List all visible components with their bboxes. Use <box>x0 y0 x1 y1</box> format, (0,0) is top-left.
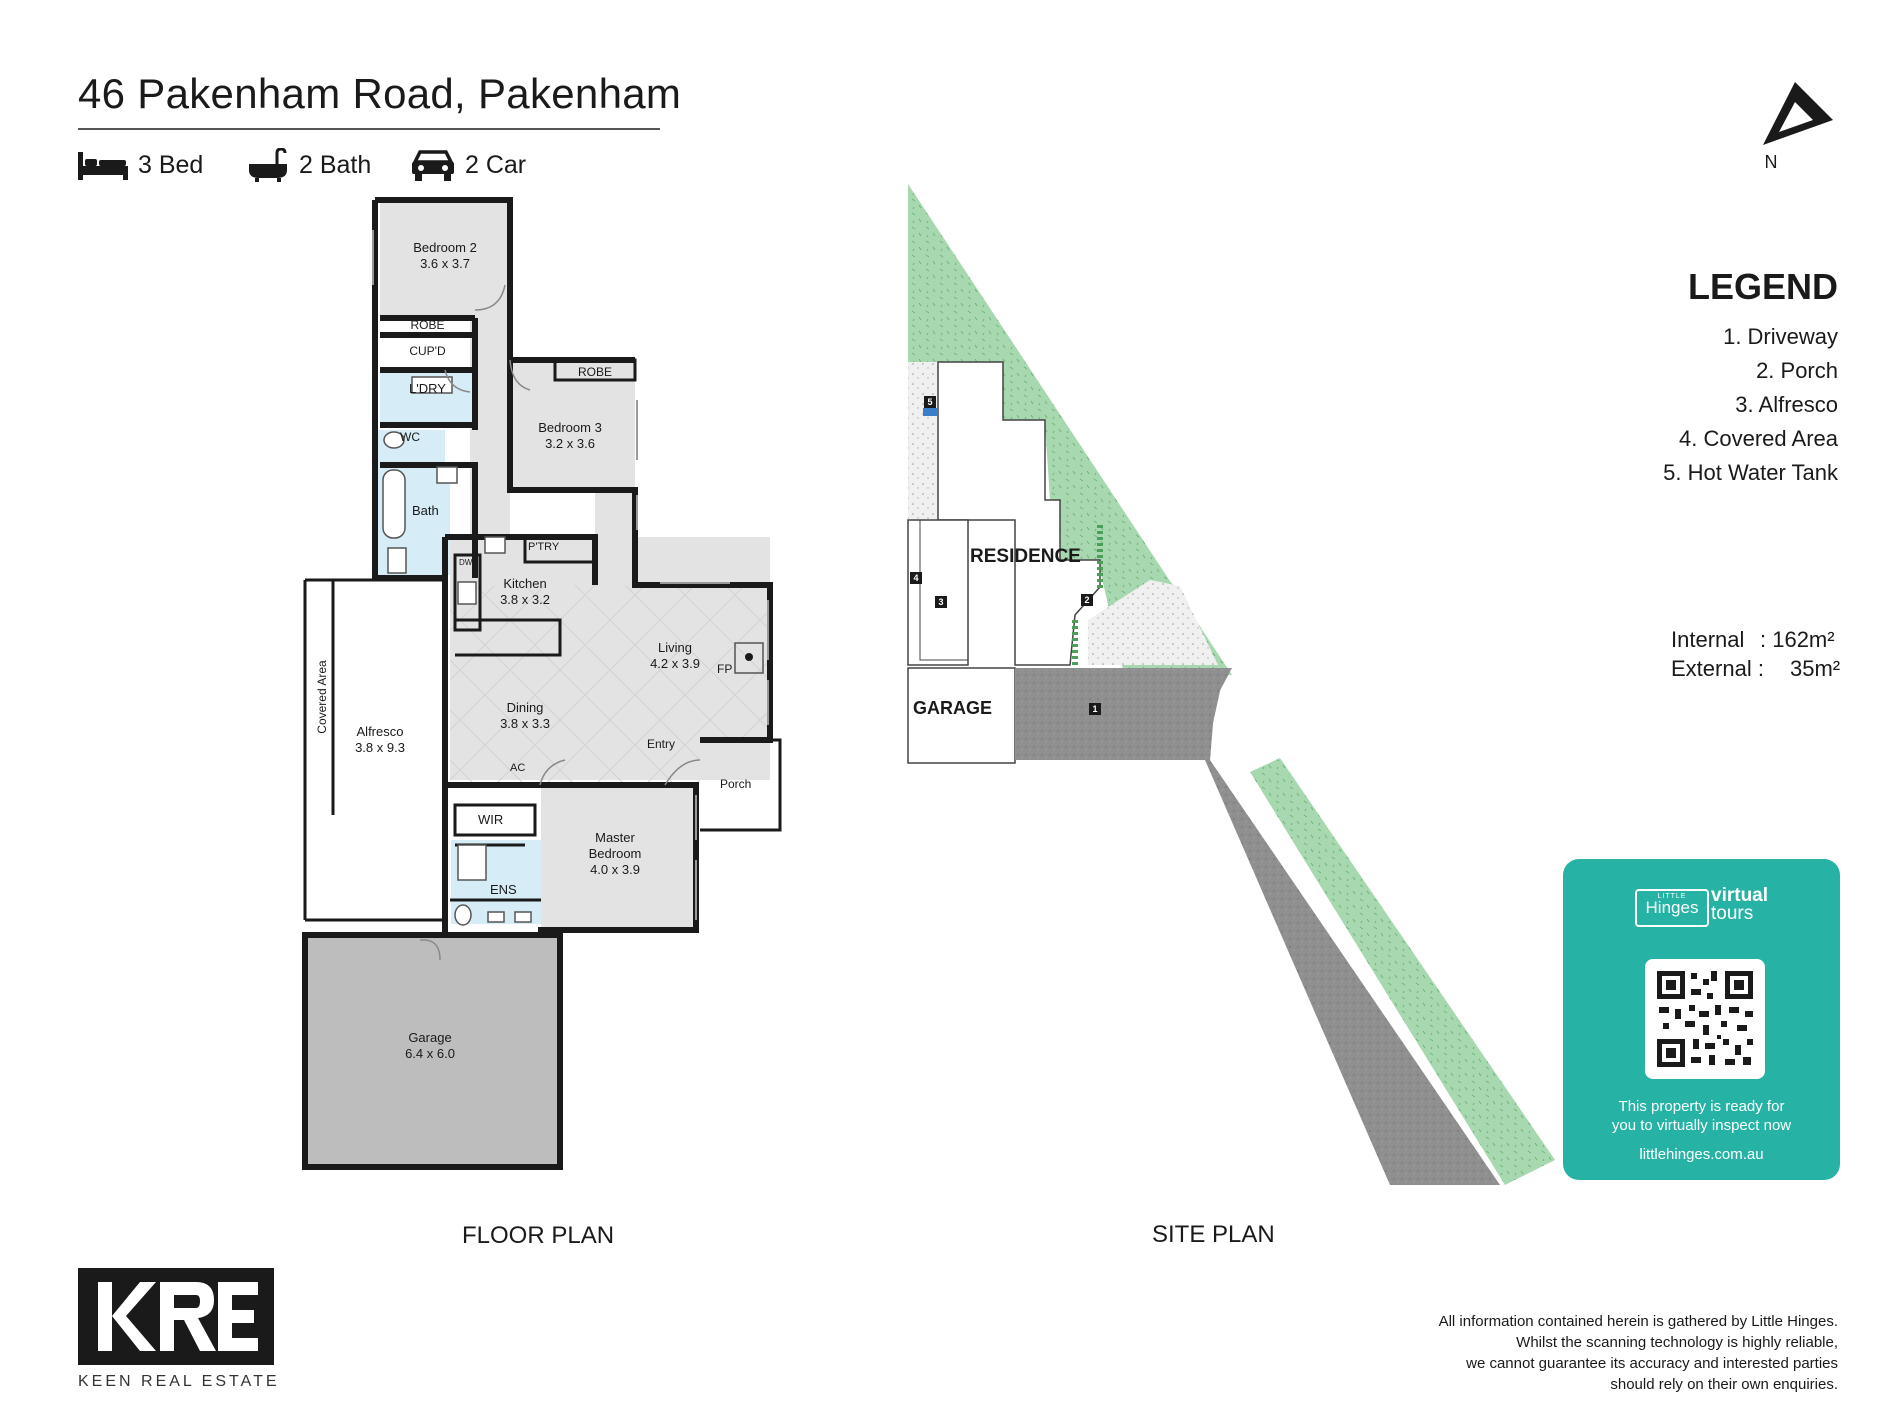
agency-logo <box>78 1268 274 1365</box>
label-robe-2: ROBE <box>577 365 612 379</box>
label-entry: Entry <box>647 737 676 751</box>
disclaimer-line: All information contained herein is gath… <box>1438 1313 1838 1330</box>
label-porch: Porch <box>720 777 752 791</box>
property-address-title: 46 Pakenham Road, Pakenham <box>78 70 682 117</box>
brand-small-text: LITTLE <box>1657 893 1687 900</box>
room-name: Living <box>658 640 692 655</box>
room-garage: Garage 6.4 x 6.0 <box>380 1030 480 1062</box>
legend-list: 1. Driveway 2. Porch 3. Alfresco 4. Cove… <box>1663 320 1838 490</box>
label-wir: WIR <box>478 812 504 827</box>
room-dims: 3.2 x 3.6 <box>545 436 595 451</box>
disclaimer-line: we cannot guarantee its accuracy and int… <box>1466 1355 1838 1372</box>
marker-alfresco: 3 <box>938 597 944 607</box>
qr-code[interactable] <box>1645 959 1765 1079</box>
room-dims: 6.4 x 6.0 <box>405 1046 455 1061</box>
marker-covered-area: 4 <box>913 573 919 583</box>
marker-porch: 2 <box>1084 595 1090 605</box>
legend-item: 3. Alfresco <box>1735 392 1838 417</box>
legend-item: 1. Driveway <box>1723 324 1838 349</box>
label-dishwasher: DW <box>459 558 473 567</box>
tours-label: tours <box>1711 903 1754 924</box>
external-area-label: External : <box>1671 656 1764 681</box>
disclaimer-line: Whilst the scanning technology is highly… <box>1516 1334 1838 1351</box>
beds-spec: 3 Bed <box>78 148 203 182</box>
vt-url-link[interactable]: littlehinges.com.au <box>1639 1146 1764 1163</box>
site-plan-caption: SITE PLAN <box>1152 1221 1275 1248</box>
room-name: Bedroom 3 <box>538 420 602 435</box>
title-divider <box>78 128 660 130</box>
room-dims: 3.6 x 3.7 <box>420 256 470 271</box>
label-cupboard: CUP'D <box>409 344 446 358</box>
cars-spec: 2 Car <box>411 148 526 182</box>
legend-item: 5. Hot Water Tank <box>1663 460 1838 485</box>
bathtub-icon <box>247 148 289 182</box>
label-fireplace: FP <box>717 662 733 676</box>
label-wc: WC <box>400 430 420 444</box>
room-dims: 3.8 x 3.2 <box>500 592 550 607</box>
agency-name: KEEN REAL ESTATE <box>78 1373 280 1390</box>
site-garage-label: GARAGE <box>913 698 993 718</box>
external-area-value: 35m² <box>1790 656 1841 681</box>
internal-area-value: : 162m² <box>1760 627 1835 652</box>
disclaimer-line: should rely on their own enquiries. <box>1610 1376 1838 1393</box>
legend-title: LEGEND <box>1687 266 1838 307</box>
label-pantry: P'TRY <box>528 541 560 553</box>
room-dims: 3.8 x 9.3 <box>355 740 405 755</box>
room-dims: 3.8 x 3.3 <box>500 716 550 731</box>
beds-count: 3 Bed <box>138 150 204 179</box>
north-arrow-icon <box>1763 82 1833 145</box>
marker-hot-water-tank: 5 <box>927 397 933 407</box>
cars-count: 2 Car <box>465 150 527 179</box>
room-name: Bedroom 2 <box>413 240 477 255</box>
label-bath: Bath <box>412 503 439 518</box>
room-name: Dining <box>506 700 544 715</box>
room-bedroom2: Bedroom 2 3.6 x 3.7 <box>395 240 495 272</box>
brand-name: Hinges <box>1645 898 1699 917</box>
virtual-label: virtual <box>1711 885 1769 906</box>
floor-plan-caption: FLOOR PLAN <box>462 1222 615 1249</box>
room-bedroom3: Bedroom 3 3.2 x 3.6 <box>520 420 620 452</box>
vt-line1: This property is ready for <box>1618 1098 1785 1115</box>
north-compass: N <box>1755 80 1835 185</box>
bed-icon <box>78 148 128 182</box>
label-ensuite: ENS <box>490 882 517 897</box>
label-laundry: L'DRY <box>409 381 446 396</box>
brand-logo-box: LITTLE Hinges <box>1635 889 1709 927</box>
room-alfresco: Alfresco 3.8 x 9.3 <box>335 724 425 756</box>
room-name: Alfresco <box>356 724 404 739</box>
disclaimer: All information contained herein is gath… <box>1439 1311 1838 1395</box>
marker-driveway: 1 <box>1092 704 1098 714</box>
room-dining: Dining 3.8 x 3.3 <box>480 700 570 732</box>
room-living: Living 4.2 x 3.9 <box>630 640 720 672</box>
legend-item: 4. Covered Area <box>1679 426 1838 451</box>
internal-area-label: Internal <box>1671 627 1745 652</box>
vt-line2: you to virtually inspect now <box>1611 1117 1792 1134</box>
qr-code-icon <box>1657 971 1753 1067</box>
label-robe: ROBE <box>410 318 445 332</box>
site-residence-label: RESIDENCE <box>970 546 1081 567</box>
kre-logo-icon <box>98 1282 258 1351</box>
car-icon <box>411 148 455 182</box>
legend-item: 2. Porch <box>1756 358 1838 383</box>
room-dims: 4.2 x 3.9 <box>650 656 700 671</box>
room-dims: 4.0 x 3.9 <box>590 862 640 877</box>
room-name: Bedroom <box>588 846 642 861</box>
room-name: Kitchen <box>503 576 547 591</box>
north-label: N <box>1764 152 1778 172</box>
baths-count: 2 Bath <box>299 150 372 179</box>
baths-spec: 2 Bath <box>247 148 371 182</box>
room-kitchen: Kitchen 3.8 x 3.2 <box>480 576 570 608</box>
room-name: Garage <box>408 1030 452 1045</box>
room-master-bedroom: Master Bedroom 4.0 x 3.9 <box>570 830 660 878</box>
label-ac: AC <box>510 762 526 774</box>
virtual-tour-card[interactable]: LITTLE Hinges virtual tours This prop <box>1563 859 1840 1180</box>
room-name: Master <box>595 830 635 845</box>
